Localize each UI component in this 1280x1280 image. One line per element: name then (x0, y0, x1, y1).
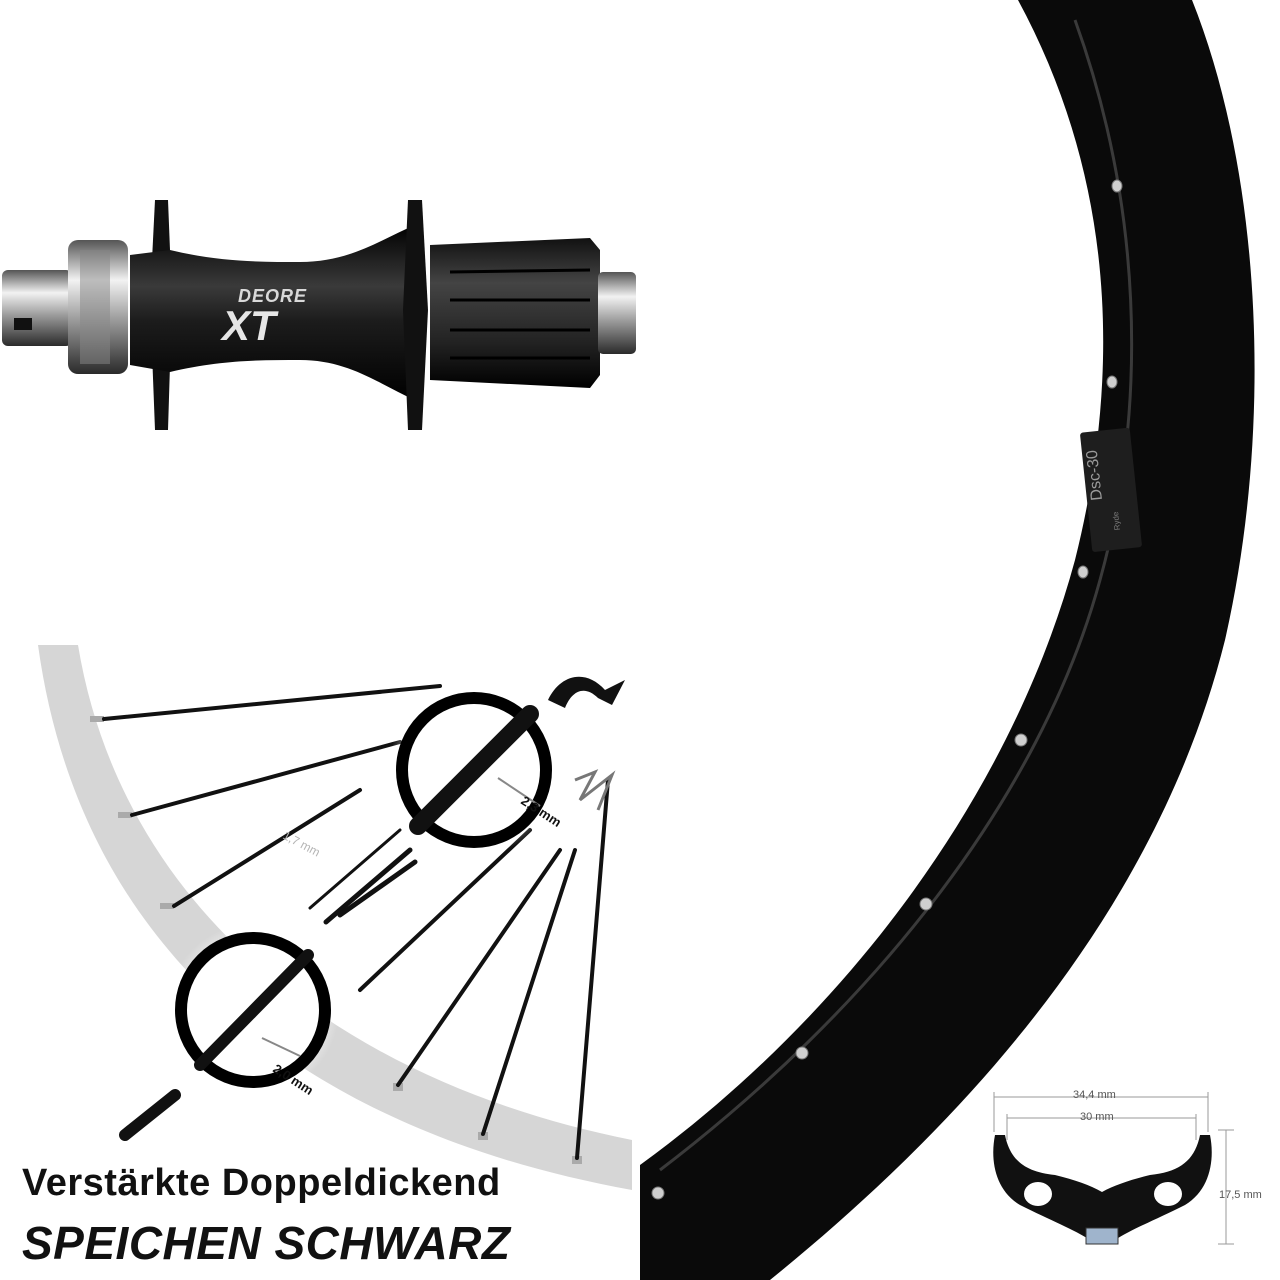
rim-label-small: Ryde (1111, 511, 1122, 531)
spoke-head-curl (548, 676, 625, 708)
magnifier-end: 2,0 mm (167, 924, 339, 1098)
spoke-bend-zigzag (574, 769, 616, 811)
hub-flange-right (403, 200, 428, 430)
caption-line-2: SPEICHEN SCHWARZ (22, 1217, 511, 1269)
rim-highlight (659, 19, 1134, 1172)
spoke-diagram: 2,3 mm 1,7 mm 2,0 mm (38, 645, 632, 1190)
profile-inner-width: 30 mm (1080, 1111, 1114, 1123)
hub-axle-left (2, 270, 72, 346)
rim: Dsc-30 Ryde (640, 0, 1255, 1280)
rim-shape (640, 0, 1255, 1280)
hub-model: XT (220, 302, 279, 349)
caption-line-1: Verstärkte Doppeldickend (22, 1162, 501, 1204)
hub-freehub (430, 238, 600, 388)
profile-shape (993, 1135, 1212, 1240)
profile-valve-box (1085, 1227, 1119, 1245)
magnifier-thick: 2,3 mm (388, 684, 564, 856)
profile-hole-left (1024, 1182, 1052, 1206)
hub-freehub-splines (449, 268, 591, 360)
hub-axle-right (598, 272, 636, 354)
hub-body (130, 225, 415, 400)
rear-hub: DEORE XT (2, 200, 636, 430)
wheel-arc-grey (38, 645, 632, 1190)
rim-label-main: Dsc-30 (1084, 449, 1106, 501)
rim-spoke-holes (651, 179, 1123, 1200)
rim-profile: 34,4 mm 30 mm 17,5 mm (993, 1089, 1262, 1245)
spokes (102, 684, 610, 1160)
label-middle-section: 1,7 mm (281, 828, 323, 859)
profile-hole-right (1154, 1182, 1182, 1206)
rim-label-plate (1080, 427, 1142, 552)
profile-outer-width: 34,4 mm (1073, 1089, 1116, 1101)
profile-height: 17,5 mm (1219, 1189, 1262, 1201)
hub-brand: DEORE (238, 286, 307, 306)
